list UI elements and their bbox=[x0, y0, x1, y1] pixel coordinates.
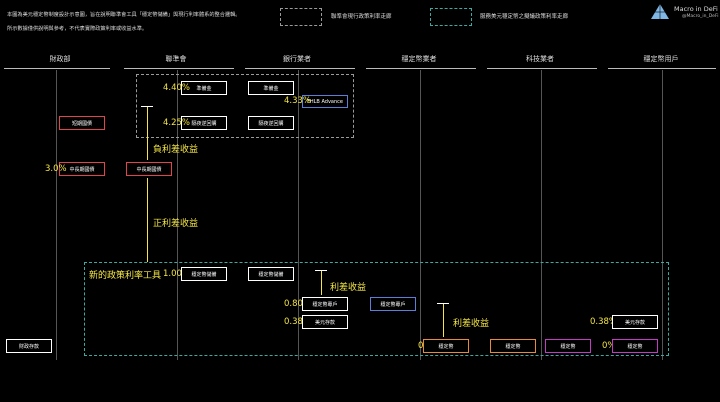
column-line-4 bbox=[420, 70, 421, 360]
pyramid-logo-icon bbox=[651, 4, 669, 19]
usd-deposit-box-bank: 美元存款 bbox=[302, 315, 348, 329]
logo-name: Macro in DeFi bbox=[674, 5, 718, 13]
legend-current-swatch bbox=[280, 8, 322, 26]
rate-0-38-user: 0.38% bbox=[590, 317, 618, 327]
rrp-box-fed: 隔夜逆回購 bbox=[181, 116, 227, 130]
rate-4-33: 4.33% bbox=[284, 96, 312, 106]
treasury-deposit-box: 財政存款 bbox=[6, 339, 52, 353]
reserve-box-fed: 準備金 bbox=[181, 81, 227, 95]
current-corridor-zone bbox=[136, 74, 354, 138]
rate-0-38-bank: 0.38% bbox=[284, 317, 312, 327]
header-underline-4 bbox=[366, 68, 476, 69]
mid-bond-box-treasury: 中長期國債 bbox=[59, 162, 105, 176]
stablecoin-box-user: 穩定幣 bbox=[612, 339, 658, 353]
legend-current-label: 聯準會現行政策利率走廊 bbox=[331, 14, 392, 20]
usd-deposit-box-user: 美元存款 bbox=[612, 315, 658, 329]
column-line-2 bbox=[177, 70, 178, 360]
disclaimer-line-1: 本圖為美元穩定幣制度設計示意圖，旨在說明聯準會工具「穩定幣儲備」與現行利率體系的… bbox=[7, 12, 241, 18]
stablecoin-corridor-zone bbox=[84, 262, 669, 356]
logo-handle: @Macro_in_DeFi bbox=[682, 14, 719, 19]
header-underline-2 bbox=[124, 68, 234, 69]
stablecoin-account-box-bank: 穩定幣專戶 bbox=[302, 297, 348, 311]
header-underline-3 bbox=[245, 68, 355, 69]
spread1-arrow bbox=[321, 271, 322, 295]
spread2-top-tick bbox=[437, 303, 449, 304]
rate-4-40: 4.40% bbox=[163, 83, 191, 93]
column-line-6 bbox=[662, 70, 663, 360]
fhlb-advance-box: FHLB Advance bbox=[302, 95, 348, 108]
legend-stable-swatch bbox=[430, 8, 472, 26]
header-underline-5 bbox=[487, 68, 597, 69]
legend-stable-label: 服務美元穩定幣之擬議政策利率走廊 bbox=[480, 14, 569, 20]
positive-spread-label: 正利差收益 bbox=[153, 219, 199, 229]
negative-spread-label: 負利差收益 bbox=[153, 145, 199, 155]
stablecoin-account-box-issuer: 穩定幣專戶 bbox=[370, 297, 416, 311]
column-line-1 bbox=[56, 70, 57, 360]
header-underline-1 bbox=[4, 68, 110, 69]
column-fed: 聯準會 bbox=[165, 55, 187, 63]
column-treasury: 財政部 bbox=[49, 55, 71, 63]
spread2-arrow bbox=[443, 304, 444, 337]
rate-1-00: 1.00% bbox=[163, 269, 191, 279]
column-tech-firms: 科技業者 bbox=[526, 55, 554, 63]
disclaimer-line-2: 所示數據僅供說明與參考，不代表實際政策利率或收益水準。 bbox=[7, 26, 148, 32]
rate-0-80: 0.80% bbox=[284, 299, 312, 309]
disclaimer-note: 本圖為美元穩定幣制度設計示意圖，旨在說明聯準會工具「穩定幣儲備」與現行利率體系的… bbox=[7, 5, 277, 40]
column-line-3 bbox=[298, 70, 299, 360]
column-stablecoin-issuers: 穩定幣業者 bbox=[401, 55, 437, 63]
spread2-label: 利差收益 bbox=[453, 319, 490, 329]
spread1-label: 利差收益 bbox=[330, 283, 367, 293]
stablecoin-reserve-box-bank: 穩定幣儲備 bbox=[248, 267, 294, 281]
column-stablecoin-users: 穩定幣用戶 bbox=[643, 55, 679, 63]
stablecoin-box-tech: 穩定幣 bbox=[545, 339, 591, 353]
rrp-box-bank: 隔夜逆回購 bbox=[248, 116, 294, 130]
stablecoin-reserve-box-fed: 穩定幣儲備 bbox=[181, 267, 227, 281]
column-banks: 銀行業者 bbox=[283, 55, 311, 63]
rate-0-user: 0% bbox=[602, 341, 616, 351]
new-policy-tool-label: 新的政策利率工具 bbox=[89, 271, 162, 281]
spread-top-tick bbox=[141, 106, 153, 107]
positive-spread-arrow bbox=[147, 178, 148, 262]
header-underline-6 bbox=[608, 68, 716, 69]
rate-3-0: 3.0% bbox=[45, 164, 67, 174]
spread1-top-tick bbox=[315, 270, 327, 271]
stablecoin-box-issuer: 穩定幣 bbox=[423, 339, 469, 353]
short-bill-box: 短期國債 bbox=[59, 116, 105, 130]
rate-4-25: 4.25% bbox=[163, 118, 191, 128]
negative-spread-arrow bbox=[147, 107, 148, 160]
reserve-box-bank: 準備金 bbox=[248, 81, 294, 95]
column-line-5 bbox=[541, 70, 542, 360]
stablecoin-box-issuer-2: 穩定幣 bbox=[490, 339, 536, 353]
mid-bond-box-fed: 中長期國債 bbox=[126, 162, 172, 176]
